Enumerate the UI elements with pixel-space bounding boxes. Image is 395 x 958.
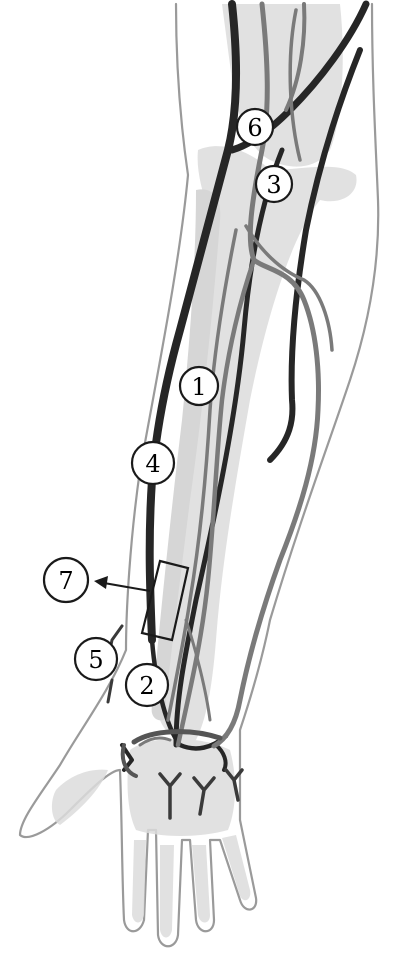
label-7: 7 [44,558,88,602]
svg-text:3: 3 [266,171,281,199]
svg-text:5: 5 [88,646,103,674]
label-6: 6 [237,109,273,145]
svg-text:7: 7 [58,567,73,595]
label-3: 3 [256,166,292,202]
svg-text:4: 4 [145,450,160,478]
label-5: 5 [75,638,117,680]
svg-text:1: 1 [191,373,206,401]
svg-text:6: 6 [247,114,262,142]
label-2: 2 [126,664,168,706]
label-1: 1 [180,367,218,405]
svg-text:2: 2 [139,672,154,700]
label-4: 4 [132,442,174,484]
pointer-arrow [94,576,150,591]
